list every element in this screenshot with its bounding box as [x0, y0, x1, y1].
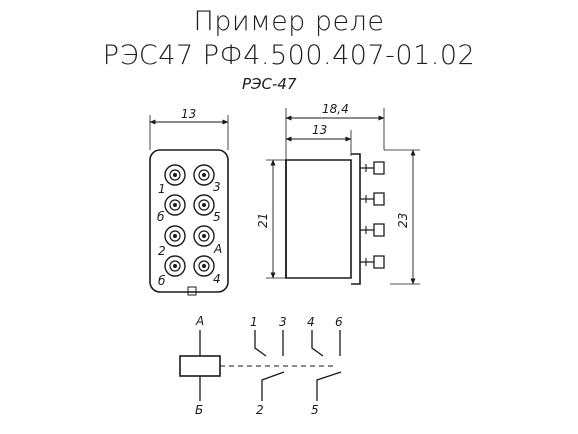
pin-label: 4 [213, 272, 221, 286]
coil-symbol [179, 355, 221, 377]
switch-arm-2 [261, 371, 285, 401]
pin-label: А [213, 242, 222, 256]
pin-label: 5 [213, 210, 221, 224]
pin-socket [164, 255, 186, 277]
front-key-notch [187, 286, 197, 296]
title-line-2: РЭС47 РФ4.500.407-01.02 [102, 40, 476, 71]
overall-height-label: 23 [396, 213, 410, 228]
nc-contact-4 [311, 330, 324, 357]
contact-label: 4 [307, 315, 315, 329]
front-body-outline [149, 149, 229, 293]
pin-array [164, 164, 215, 277]
side-body-outline [285, 159, 352, 279]
body-length-label: 13 [312, 123, 327, 137]
relay-type-label: РЭС-47 [242, 75, 297, 93]
pin-label: б [158, 274, 166, 288]
coil-terminal-label-bottom: Б [195, 403, 203, 417]
contact-label: 3 [279, 315, 287, 329]
pin-label: 1 [158, 182, 166, 196]
pin-socket [193, 255, 215, 277]
pin-socket [193, 194, 215, 216]
title-line-1: Пример реле [193, 6, 385, 37]
side-terminals [360, 161, 385, 269]
pin-label: 3 [213, 180, 221, 194]
overall-length-label: 18,4 [322, 102, 349, 116]
pin-socket [193, 164, 215, 186]
pin-socket [164, 164, 186, 186]
pin-label: б [157, 210, 165, 224]
contact-label: 6 [335, 315, 343, 329]
side-view: 18,4 13 21 [256, 102, 420, 285]
pin-socket [164, 194, 186, 216]
body-height-label: 21 [256, 213, 270, 228]
coil-terminal-label-top: А [195, 314, 204, 328]
contact-label: 2 [256, 403, 264, 417]
contact-label: 1 [250, 315, 258, 329]
contact-label: 5 [311, 403, 319, 417]
switch-arm-5 [316, 371, 342, 401]
pin-label: 2 [158, 244, 166, 258]
pin-socket [164, 225, 186, 247]
nc-contact-1 [254, 330, 267, 357]
front-view: 13 [149, 107, 229, 296]
side-flange [351, 153, 361, 285]
width-dimension-label: 13 [181, 107, 196, 121]
schematic: А Б 1 3 2 4 6 5 [179, 314, 343, 417]
pin-socket [193, 225, 215, 247]
